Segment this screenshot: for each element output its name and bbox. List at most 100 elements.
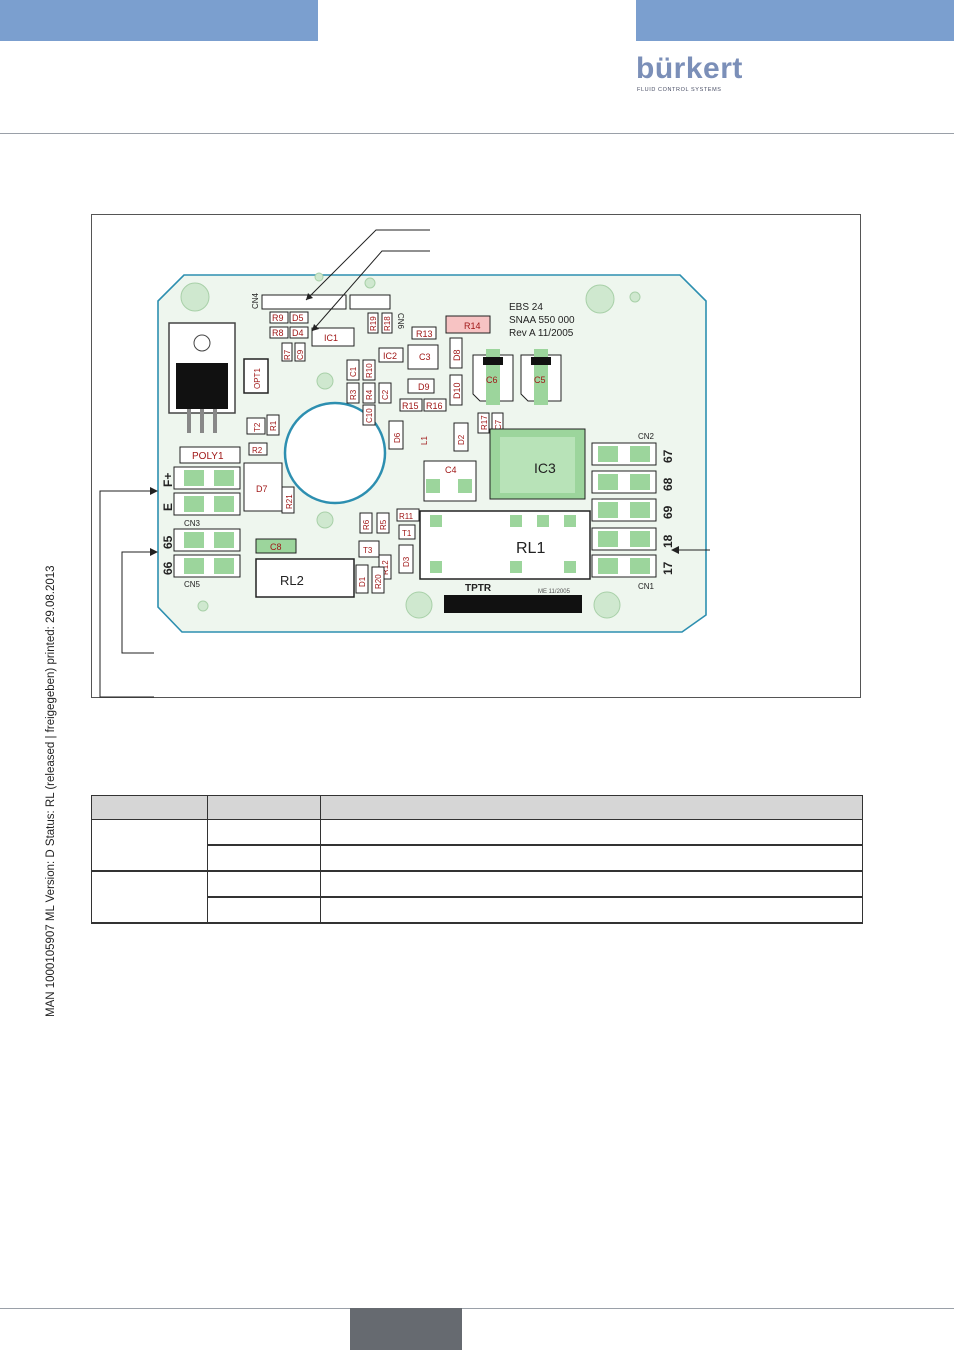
label-bar <box>444 595 582 613</box>
label-r5: R5 <box>379 519 388 530</box>
parameter-table <box>91 795 863 924</box>
label-c5: C5 <box>534 375 546 385</box>
terminal-66: 66 <box>161 561 175 575</box>
mounting-holes <box>180 272 641 619</box>
label-c1: C1 <box>349 366 358 377</box>
connector-cn2 <box>591 442 657 522</box>
document-status-note: MAN 1000105907 ML Version: D Status: RL … <box>45 565 57 1017</box>
label-opt1: OPT1 <box>253 368 262 389</box>
table-row <box>91 819 863 872</box>
table-row <box>92 844 863 872</box>
callout-arrows <box>150 293 679 556</box>
label-d7: D7 <box>256 484 268 494</box>
label-r19: R19 <box>369 316 378 331</box>
connector-cn1 <box>591 527 657 578</box>
table-cell <box>207 896 321 924</box>
label-r9: R9 <box>272 313 284 323</box>
circuit-board-drawing: T4 CN4 CN6 R9 D5 R8 D4 R7 C9 IC1 R19 <box>99 229 710 698</box>
ic2-chip <box>378 347 404 363</box>
label-r4: R4 <box>365 389 374 400</box>
label-cn2: CN2 <box>638 432 655 441</box>
terminal-68: 68 <box>661 477 675 491</box>
label-tptr: TPTR <box>465 583 492 594</box>
label-d2: D2 <box>457 434 466 445</box>
table-cell <box>91 819 208 872</box>
label-r11: R11 <box>399 512 414 521</box>
label-t3: T3 <box>363 546 373 555</box>
label-r7: R7 <box>283 349 292 360</box>
label-c3: C3 <box>419 352 431 362</box>
label-cn5: CN5 <box>184 580 201 589</box>
label-r8: R8 <box>272 328 284 338</box>
table-row <box>92 896 863 924</box>
label-r21: R21 <box>285 494 294 509</box>
table-cell <box>91 870 208 924</box>
brand-tagline: FLUID CONTROL SYSTEMS <box>637 87 722 93</box>
label-c10: C10 <box>365 408 374 423</box>
poly1 <box>179 446 241 464</box>
footer-rule <box>0 1308 954 1309</box>
label-rl2: RL2 <box>280 573 304 588</box>
label-c6: C6 <box>486 375 498 385</box>
header-rule <box>0 133 954 134</box>
label-r2: R2 <box>252 446 263 455</box>
table-header-cell <box>207 795 321 820</box>
round-component <box>283 401 387 505</box>
label-t4: T4 <box>178 348 192 362</box>
label-r3: R3 <box>349 389 358 400</box>
label-d10: D10 <box>452 382 462 399</box>
label-rev: Rev A 11/2005 <box>509 328 574 339</box>
capacitor-c8 <box>255 538 297 554</box>
label-ic2: IC2 <box>383 351 397 361</box>
relay-rl2 <box>255 558 355 598</box>
cn4-header <box>261 294 347 310</box>
table-cell <box>207 844 321 872</box>
label-r14: R14 <box>464 321 481 331</box>
terminal-e: E <box>161 503 175 511</box>
label-snaa: SNAA 550 000 <box>509 315 575 326</box>
label-d9: D9 <box>418 382 430 392</box>
label-cn1: CN1 <box>638 582 655 591</box>
label-rl1: RL1 <box>516 540 545 557</box>
terminal-65: 65 <box>161 535 175 549</box>
label-t1: T1 <box>402 529 412 538</box>
terminal-67: 67 <box>661 449 675 463</box>
relay-rl1 <box>419 510 591 580</box>
label-c7: C7 <box>494 419 503 430</box>
label-d5: D5 <box>292 313 304 323</box>
connector-cn3 <box>173 466 241 516</box>
terminal-18: 18 <box>661 534 675 548</box>
label-r6: R6 <box>362 519 371 530</box>
label-d3: D3 <box>402 556 411 567</box>
label-r12: R12 <box>381 560 390 575</box>
label-ic3: IC3 <box>534 460 556 476</box>
table-cell <box>320 870 863 898</box>
circuit-board-figure: T4 CN4 CN6 R9 D5 R8 D4 R7 C9 IC1 R19 <box>91 214 861 698</box>
table-header-row <box>91 795 863 820</box>
label-ebs: EBS 24 <box>509 302 543 313</box>
page-number-tab <box>350 1308 462 1350</box>
label-cn6: CN6 <box>396 313 405 330</box>
transistor-t4: T4 <box>168 322 236 433</box>
label-cn3: CN3 <box>184 519 201 528</box>
label-r1: R1 <box>269 420 278 431</box>
label-l1: L1 <box>420 436 429 445</box>
label-d6: D6 <box>393 432 402 443</box>
cn6-header <box>349 294 391 310</box>
label-d8: D8 <box>452 349 462 361</box>
label-c4: C4 <box>445 465 457 475</box>
opt1 <box>243 358 269 394</box>
label-c8: C8 <box>270 542 282 552</box>
label-poly1: POLY1 <box>192 451 224 462</box>
label-r13: R13 <box>416 329 433 339</box>
label-r10: R10 <box>365 363 374 378</box>
table-header-cell <box>320 795 863 820</box>
label-ic1: IC1 <box>324 333 338 343</box>
terminal-17: 17 <box>661 561 675 575</box>
terminal-69: 69 <box>661 505 675 519</box>
label-d4: D4 <box>292 328 304 338</box>
callout-lines <box>99 229 710 698</box>
capacitor-c5: C5 <box>520 349 562 405</box>
table-row <box>91 870 863 924</box>
table-cell <box>207 870 321 898</box>
